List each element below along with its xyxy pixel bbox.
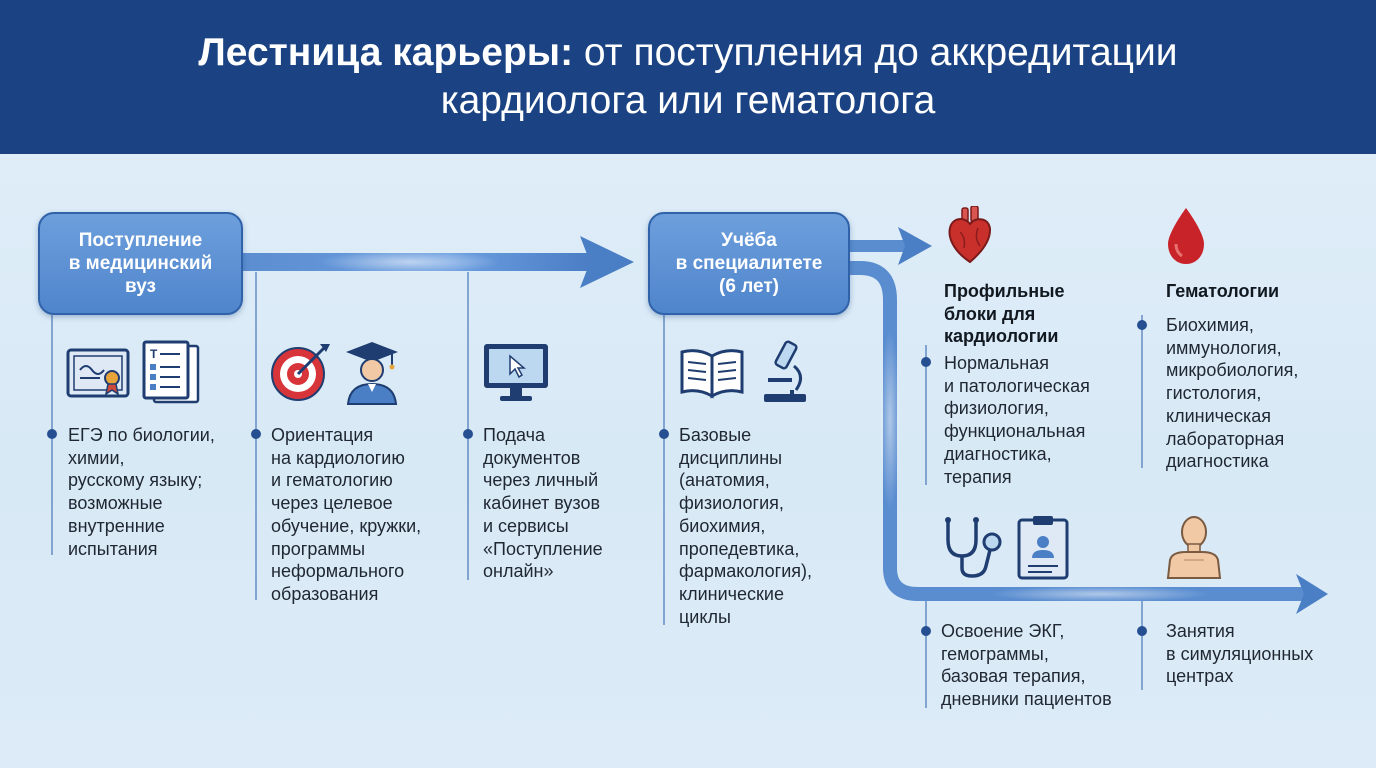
diploma-icon [66, 348, 130, 398]
header-banner: Лестница карьеры: от поступления до аккр… [0, 0, 1376, 154]
node-admission-line-2: в медицинский [68, 253, 213, 274]
step-basics-line: фармакология), [679, 561, 812, 582]
node-specialty-line-1: Учёба [721, 230, 777, 251]
title-rest: от поступления до аккредитации [573, 31, 1178, 74]
node-admission: Поступление в медицинский вуз [38, 212, 243, 315]
step-exams-line: русскому языку; [68, 470, 203, 491]
mannequin-icon [1166, 516, 1222, 579]
step-exams-line: ЕГЭ по биологии, [68, 425, 215, 445]
title-line-2: кардиолога или гематолога [440, 79, 936, 122]
step-orientation: Ориентация на кардиологию и гематологию … [271, 424, 421, 606]
hema-item-line: гистология, [1166, 383, 1262, 404]
practice-ecg-line: базовая терапия, [941, 666, 1086, 687]
blood-drop-icon [1168, 208, 1204, 264]
step-basics-line: дисциплины [679, 447, 783, 468]
graduate-icon [346, 342, 398, 405]
practice-simulation-line: Занятия [1166, 621, 1235, 641]
node-specialty-line-2: в специалитете [675, 253, 823, 274]
hema-item-line: иммунология, [1166, 337, 1282, 358]
arrow-to-practice [850, 261, 1328, 614]
cardio-heading: Профильные блоки для кардиологии [944, 280, 1065, 348]
hema-item-line: Биохимия, [1166, 315, 1254, 335]
step-orientation-line: образования [271, 583, 379, 604]
step-orientation-line: Ориентация [271, 425, 374, 445]
step-documents-line: онлайн» [483, 561, 554, 582]
cardio-heading-line: Профильные [944, 281, 1065, 301]
stethoscope-icon [945, 517, 1002, 578]
hema-item-line: клиническая [1166, 405, 1272, 426]
step-orientation-line: обучение, кружки, [271, 515, 422, 536]
hema-heading-line: Гематологии [1166, 281, 1280, 301]
svg-text:T: T [150, 347, 158, 361]
step-basics-line: циклы [679, 606, 731, 627]
practice-simulation: Занятия в симуляционных центрах [1166, 620, 1313, 688]
step-documents-line: «Поступление [483, 538, 603, 559]
open-book-icon [680, 349, 744, 399]
microscope-icon [764, 340, 806, 402]
step-exams-line: возможные [68, 493, 163, 514]
step-orientation-line: на кардиологию [271, 447, 405, 468]
step-orientation-line: и гематологию [271, 470, 393, 491]
cardio-item-line: функциональная [944, 421, 1086, 442]
practice-ecg-line: гемограммы, [941, 643, 1049, 664]
step-exams-line: испытания [68, 538, 158, 559]
clipboard-icon [1017, 516, 1069, 580]
cardio-item-line: физиология, [944, 398, 1049, 419]
target-icon [271, 344, 330, 401]
monitor-cursor-icon [484, 344, 548, 401]
step-documents-line: через личный [483, 470, 599, 491]
step-basics-line: биохимия, [679, 515, 766, 536]
step-exams-line: внутренние [68, 515, 165, 536]
node-specialty-line-3: (6 лет) [719, 276, 779, 297]
cardio-item-line: и патологическая [944, 375, 1090, 396]
document-list-icon: T [142, 340, 200, 404]
practice-ecg: Освоение ЭКГ, гемограммы, базовая терапи… [941, 620, 1112, 711]
hema-item-line: микробиология, [1166, 360, 1299, 381]
cardio-heading-line: кардиологии [944, 326, 1059, 347]
step-orientation-line: неформального [271, 561, 405, 582]
practice-simulation-line: в симуляционных [1166, 643, 1314, 664]
cardio-item-line: Нормальная [944, 353, 1049, 373]
step-basics-line: физиология, [679, 493, 784, 514]
cardio-item-line: терапия [944, 466, 1012, 487]
step-basics: Базовые дисциплины (анатомия, физиология… [679, 424, 812, 628]
hema-item-line: диагностика [1166, 451, 1269, 472]
practice-ecg-line: Освоение ЭКГ, [941, 621, 1065, 641]
practice-ecg-line: дневники пациентов [941, 689, 1112, 710]
step-orientation-line: через целевое [271, 493, 393, 514]
step-documents-line: кабинет вузов [483, 493, 601, 514]
practice-simulation-line: центрах [1166, 666, 1234, 687]
step-basics-line: клинические [679, 583, 784, 604]
step-basics-line: (анатомия, [679, 470, 770, 491]
cardio-items: Нормальная и патологическая физиология, … [944, 352, 1090, 488]
step-documents: Подача документов через личный кабинет в… [483, 424, 603, 583]
step-documents-line: и сервисы [483, 515, 569, 536]
title-bold: Лестница карьеры: [198, 31, 574, 74]
node-admission-line-3: вуз [125, 276, 156, 297]
heart-icon [948, 206, 992, 264]
step-basics-line: Базовые [679, 425, 752, 445]
bullet-dots [47, 320, 1147, 636]
cardio-heading-line: блоки для [944, 303, 1036, 324]
title-line-1: Лестница карьеры: от поступления до аккр… [198, 29, 1177, 77]
node-specialty: Учёба в специалитете (6 лет) [648, 212, 850, 315]
step-basics-line: пропедевтика, [679, 538, 800, 559]
hema-item-line: лабораторная [1166, 428, 1285, 449]
step-exams-line: химии, [68, 447, 125, 468]
hema-items: Биохимия, иммунология, микробиология, ги… [1166, 314, 1298, 473]
step-documents-line: документов [483, 447, 581, 468]
arrow-to-profiles [850, 227, 932, 265]
node-admission-line-1: Поступление [78, 230, 203, 251]
step-documents-line: Подача [483, 425, 546, 445]
cardio-item-line: диагностика, [944, 443, 1052, 464]
step-orientation-line: программы [271, 538, 366, 559]
arrow-admission-to-specialty [240, 236, 634, 288]
step-exams: ЕГЭ по биологии, химии, русскому языку; … [68, 424, 215, 560]
hema-heading: Гематологии [1166, 280, 1279, 303]
